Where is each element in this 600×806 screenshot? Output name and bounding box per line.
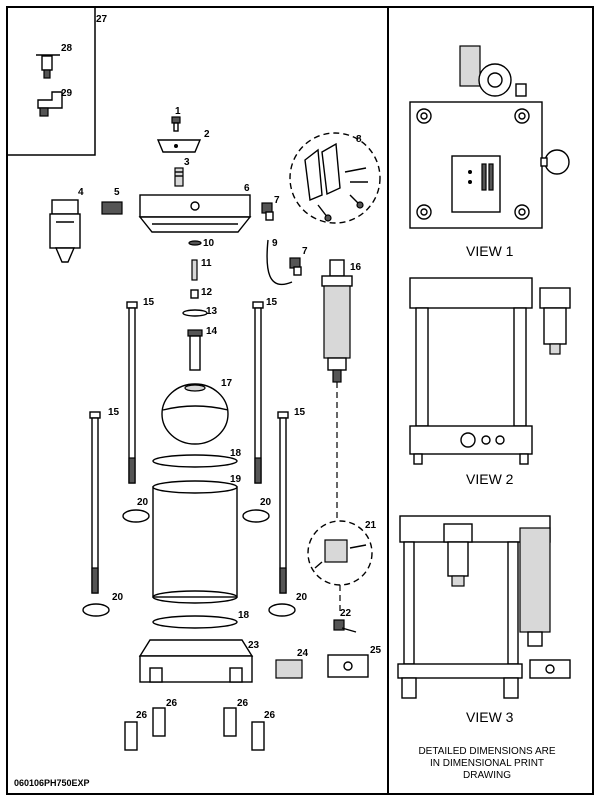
part-20-washer-d [268,603,296,617]
callout-11: 11 [201,258,212,269]
part-26-foot-b [152,707,166,737]
view-1-label: VIEW 1 [466,243,514,259]
inset-label: 27 [96,14,108,25]
view-2-label: VIEW 2 [466,471,514,487]
callout-23: 23 [248,640,260,651]
part-12-spacer [190,289,199,299]
callout-26-d: 26 [264,710,276,721]
callout-17: 17 [221,378,233,389]
part-13-o-ring [182,309,208,317]
part-16-air-cylinder [321,259,353,383]
part-26-foot-d [251,721,265,751]
callout-15-c: 15 [108,407,120,418]
callout-10: 10 [203,238,215,249]
callout-2: 2 [204,129,210,140]
part-14-piston-rod [187,329,203,371]
callout-5: 5 [114,187,120,198]
callout-18-a: 18 [230,448,242,459]
part-8-bracket-kit [289,132,381,224]
callout-9: 9 [272,238,278,249]
part-2-cover-plate [156,139,202,153]
callout-18-b: 18 [238,610,250,621]
callout-3: 3 [184,157,190,168]
callout-20-d: 20 [296,592,308,603]
callout-6: 6 [244,183,250,194]
callout-26-c: 26 [237,698,249,709]
part-9-tube [266,239,293,285]
part-15-tie-rod-a [126,301,138,484]
part-15-tie-rod-d [277,411,289,594]
part-24-fitting [275,659,303,679]
callout-4: 4 [78,187,84,198]
callout-13: 13 [206,306,218,317]
part-11-pin [191,259,198,281]
drawing-border [6,6,594,795]
dimension-note-line-2: IN DIMENSIONAL PRINT [430,758,544,769]
part-20-washer-b [242,509,270,523]
view-3-side-view [397,515,571,699]
part-7-elbow-2 [289,257,302,276]
callout-26-a: 26 [136,710,148,721]
part-1-screw [171,116,181,132]
part-19-cylinder [152,480,238,604]
callout-8: 8 [356,134,362,145]
callout-12: 12 [201,287,213,298]
callout-20-c: 20 [112,592,124,603]
part-5-nipple [101,201,123,215]
part-15-tie-rod-c [89,411,101,594]
callout-1: 1 [175,106,181,117]
part-18-gasket-bottom [152,615,238,629]
part-6-head-block [138,194,252,233]
part-25-valve [327,654,369,678]
callout-20-b: 20 [260,497,272,508]
callout-28: 28 [61,43,73,54]
drawing-part-number: 060106PH750EXP [14,778,90,788]
callout-20-a: 20 [137,497,149,508]
dimension-note-line-3: DRAWING [463,770,511,781]
part-20-washer-a [122,509,150,523]
part-26-foot-a [124,721,138,751]
callout-7-b: 7 [302,246,308,257]
callout-15-d: 15 [294,407,306,418]
part-17-float-ball [161,383,229,445]
part-23-base [138,639,254,683]
view-3-label: VIEW 3 [466,709,514,725]
callout-19: 19 [230,474,242,485]
callout-14: 14 [206,326,218,337]
view-1-top-view [409,45,570,229]
part-18-gasket-top [152,454,238,468]
callout-21: 21 [365,520,377,531]
part-26-foot-c [223,707,237,737]
part-21-clevis-kit [307,520,373,586]
callout-15-b: 15 [266,297,278,308]
callout-15-a: 15 [143,297,155,308]
callout-7-a: 7 [274,195,280,206]
view-2-front-view [409,277,571,465]
part-15-tie-rod-b [252,301,264,484]
callout-22: 22 [340,608,352,619]
part-7-elbow [261,202,274,221]
callout-26-b: 26 [166,698,178,709]
callout-16: 16 [350,262,362,273]
part-4-filter [49,199,81,263]
part-22-fitting [333,619,357,633]
callout-24: 24 [297,648,309,659]
callout-29: 29 [61,88,73,99]
part-20-washer-c [82,603,110,617]
callout-25: 25 [370,645,382,656]
inset-box [6,6,96,156]
part-29-elbow [37,91,63,117]
part-28-valve [36,54,60,79]
dimension-note-line-1: DETAILED DIMENSIONS ARE [418,746,555,757]
part-10-washer [188,240,202,246]
part-3-fitting [174,167,184,187]
